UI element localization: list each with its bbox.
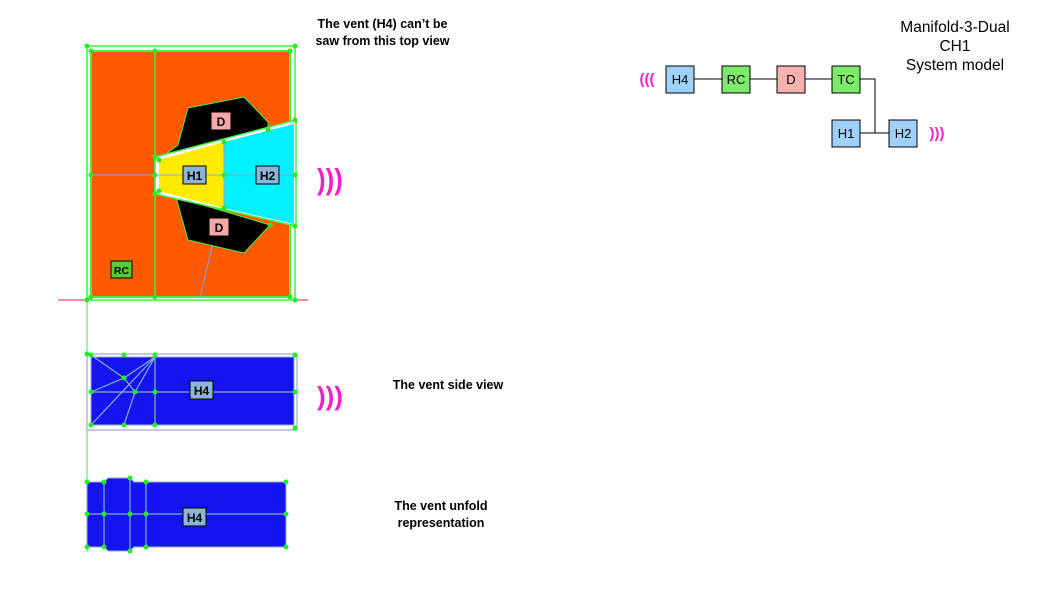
output-sound-icon: ))) — [930, 125, 945, 142]
block-h4: H4 — [665, 65, 695, 94]
label-h1-text: H1 — [187, 169, 203, 183]
unfold-caption-line2: representation — [397, 516, 485, 530]
side-view: H4 ))) — [84, 351, 343, 431]
label-h4-side: H4 — [189, 380, 214, 400]
block-h4-label: H4 — [672, 72, 689, 87]
label-d-upper: D — [210, 111, 232, 131]
block-h1-label: H1 — [838, 126, 855, 141]
block-tc: TC — [831, 65, 861, 94]
label-h1: H1 — [182, 165, 207, 185]
unfold-caption: The vent unfold representation — [376, 498, 506, 532]
label-h4-side-text: H4 — [194, 384, 210, 398]
mesh-line — [199, 242, 214, 298]
top-view-caption: The vent (H4) can’t be saw from this top… — [290, 16, 475, 50]
top-view-caption-line1: The vent (H4) can’t be — [317, 17, 448, 31]
system-model-title: Manifold-3-Dual CH1 System model — [880, 18, 1030, 75]
system-model: ((( H4 RC D TC H1 H2 — [640, 65, 945, 148]
sound-output-icon: ))) — [317, 163, 343, 196]
system-title-line1: Manifold-3-Dual — [900, 19, 1010, 36]
system-title-line2: CH1 — [939, 38, 971, 55]
label-rc-text: RC — [114, 265, 130, 277]
block-rc-label: RC — [727, 72, 746, 87]
mesh-nodes-unfold — [84, 475, 289, 554]
sound-output-icon-side: ))) — [317, 381, 343, 411]
label-h2-text: H2 — [260, 169, 276, 183]
block-h2: H2 — [888, 119, 918, 148]
mesh-nodes-top — [84, 43, 298, 303]
label-h4-unfold: H4 — [182, 507, 207, 527]
label-h4-unfold-text: H4 — [187, 511, 203, 525]
mesh-nodes-side — [84, 351, 298, 431]
label-h2: H2 — [255, 165, 280, 185]
label-d-lower: D — [208, 217, 230, 237]
system-connectors — [694, 78, 889, 134]
label-d-lower-text: D — [215, 221, 224, 235]
unfold-caption-line1: The vent unfold — [394, 499, 488, 513]
top-view: D H1 H2 D RC ))) — [58, 43, 343, 552]
block-tc-label: TC — [837, 72, 854, 87]
block-rc: RC — [721, 65, 751, 94]
system-title-line3: System model — [905, 57, 1005, 74]
block-d: D — [776, 65, 806, 94]
input-sound-icon: ((( — [640, 71, 655, 88]
block-d-label: D — [786, 72, 795, 87]
block-h2-label: H2 — [895, 126, 912, 141]
unfold-view: H4 — [84, 475, 289, 554]
label-d-upper-text: D — [217, 115, 226, 129]
block-h1: H1 — [831, 119, 861, 148]
side-view-caption-text: The vent side view — [392, 378, 504, 392]
top-view-caption-line2: saw from this top view — [315, 34, 450, 48]
label-rc: RC — [110, 260, 133, 279]
side-view-caption: The vent side view — [378, 377, 518, 394]
